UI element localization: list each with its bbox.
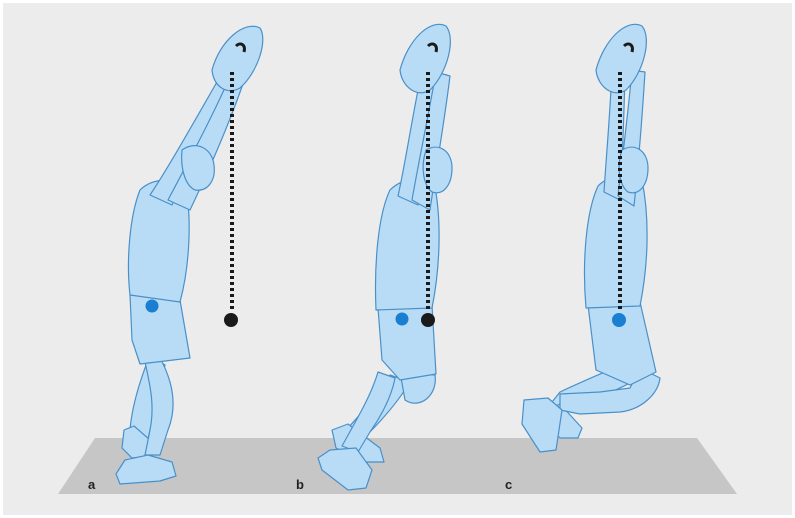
figure-b-front-foot [317,447,373,491]
figure-b-front-leg [341,371,436,453]
figure-b-center-of-mass [395,312,409,326]
figure-a-head [181,145,215,191]
figure-c-hands [595,23,647,94]
figure-c [521,23,661,453]
figure-b [317,23,453,491]
figure-b-hands [399,23,451,94]
figure-a-plumb-bob [224,313,238,327]
figure-c-front-foot [521,397,563,453]
figure-a-hands [211,25,264,92]
figure-b-grip [426,42,438,53]
figure-b-head [422,146,453,194]
figure-c-grip [622,42,634,53]
figure-a-front-leg [144,357,174,456]
figure-c-center-of-mass [612,313,626,327]
panel-label-c: c [505,477,513,492]
figure-a-grip [234,42,246,53]
panel-label-a: a [88,477,96,492]
figure-a [115,25,264,485]
floor [58,438,737,494]
figure-a-shorts [129,294,191,365]
figure-a-center-of-mass [145,299,159,313]
panel-label-b: b [296,477,304,492]
figure-b-plumb-bob [421,313,435,327]
figure-a-front-foot [115,454,177,485]
figure-c-head [618,146,649,194]
